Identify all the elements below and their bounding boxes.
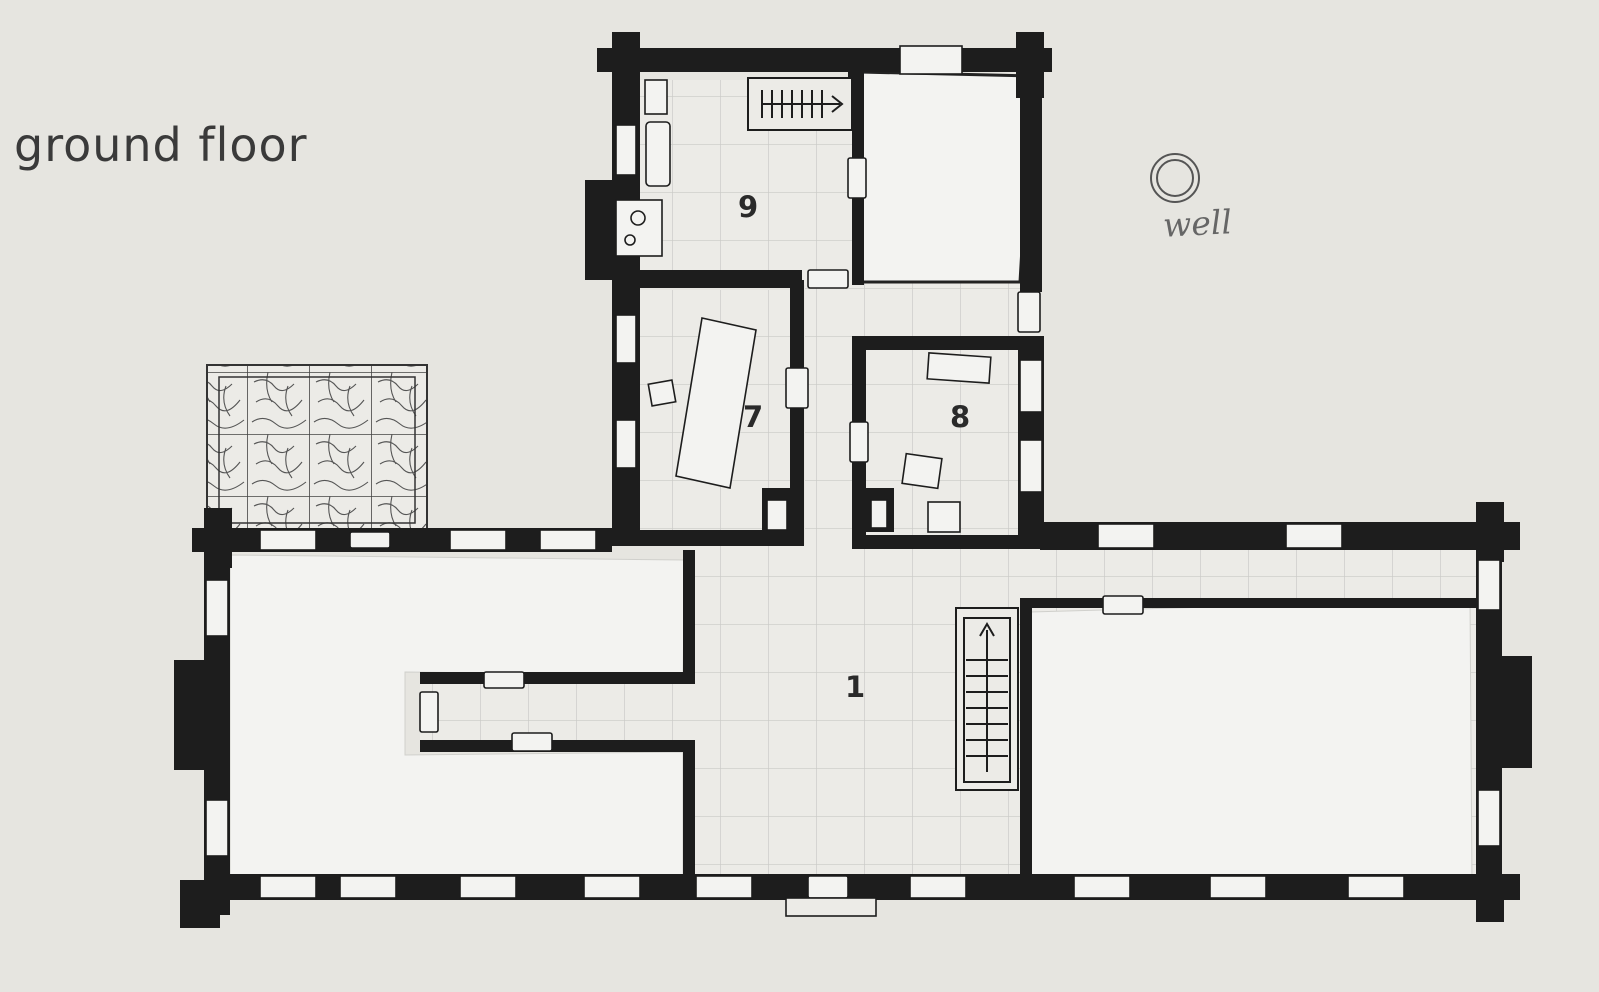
blank-rooms <box>229 70 1473 886</box>
plan-title: ground floor <box>14 118 308 172</box>
window-icon <box>205 45 1501 899</box>
well-label: well <box>1162 202 1233 245</box>
well-circle-icon <box>1150 153 1200 203</box>
furniture <box>615 79 992 533</box>
room-label-8: 8 <box>950 400 971 434</box>
room-label-7: 7 <box>743 400 764 434</box>
room-label-1: 1 <box>845 670 866 704</box>
stair-arrow-icon <box>747 77 1019 791</box>
door-icon <box>349 157 1144 917</box>
stone-terrace <box>206 364 428 536</box>
room-label-9: 9 <box>738 190 759 224</box>
